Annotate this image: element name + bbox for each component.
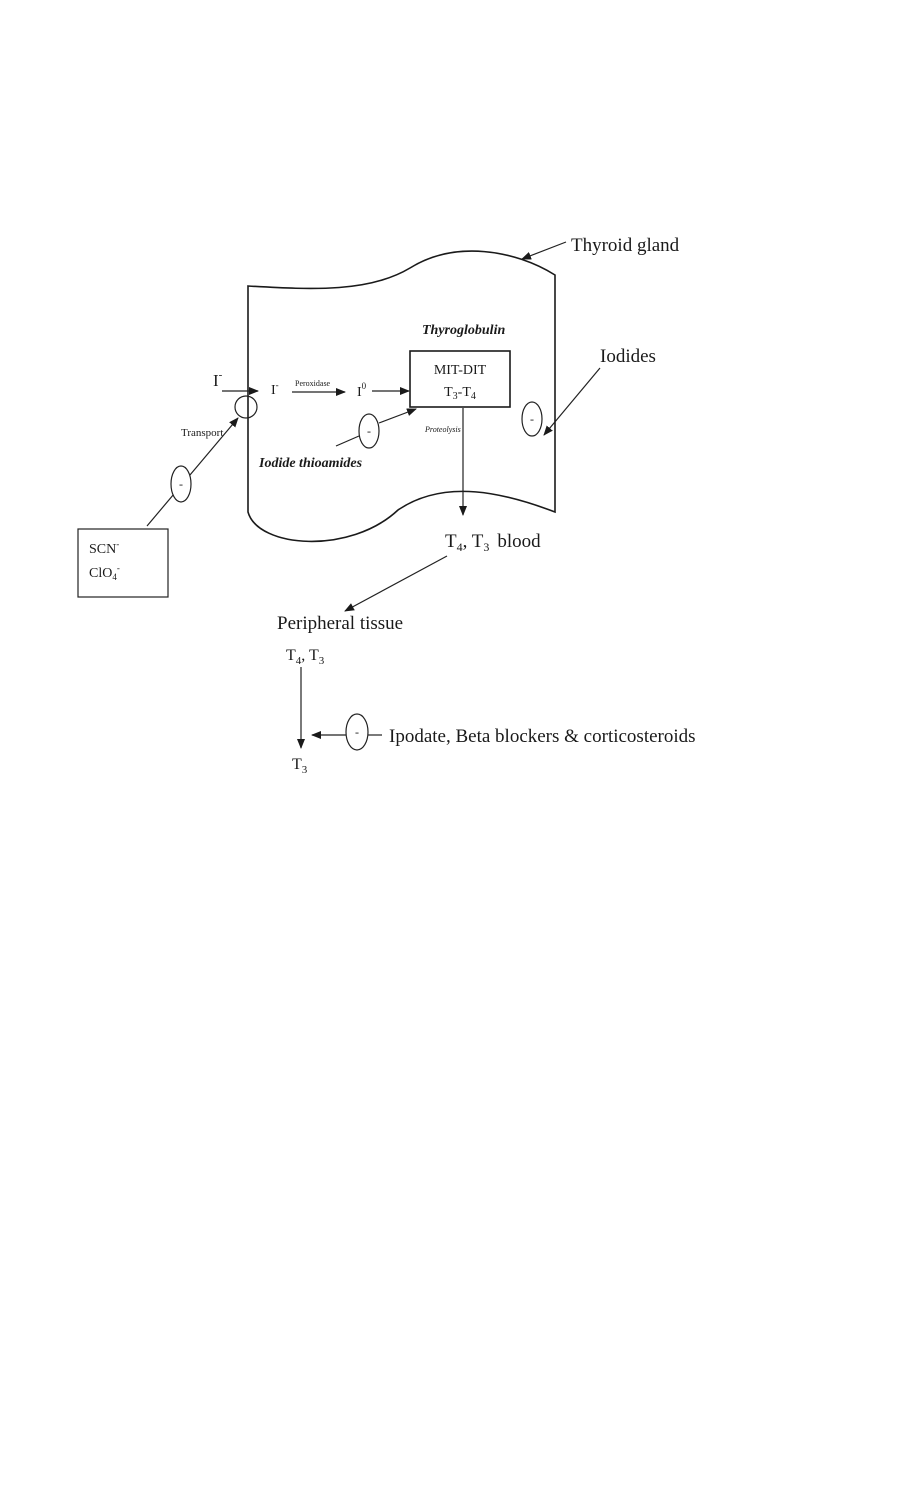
transport-inhibitor-icon [170, 465, 192, 503]
mit-dit-box [409, 350, 511, 408]
thyroid-gland-pointer [521, 241, 567, 260]
thioamides-inhibitor-icon [358, 413, 380, 449]
thyroid-gland-label: Thyroid gland [571, 235, 680, 256]
scn-clo4-box [77, 528, 169, 598]
iodide-outside-label: I- [213, 369, 223, 390]
iodides-label: Iodides [600, 346, 656, 367]
iodides-minus: - [530, 412, 534, 426]
clo4-label: ClO4- [89, 563, 120, 582]
transport-label: Transport [181, 427, 223, 439]
transport-arrow [146, 417, 239, 527]
ipodate-minus: - [355, 725, 359, 739]
proteolysis-label: Proteolysis [424, 425, 461, 434]
mit-dit-label: MIT-DIT [434, 363, 487, 378]
iodides-inhibitor-icon [521, 401, 543, 437]
thioamides-minus: - [367, 424, 371, 438]
t4-t3-peripheral-label: T4, T3 [286, 647, 325, 667]
iodine-zero-label: I0 [357, 381, 367, 400]
t3-t4-label: T3-T4 [444, 385, 476, 402]
transport-pump-icon [234, 395, 258, 419]
peroxidase-label: Peroxidase [295, 379, 331, 388]
thyroglobulin-label: Thyroglobulin [422, 323, 505, 338]
iodide-thioamides-label: Iodide thioamides [258, 456, 363, 471]
thyroid-gland-outline [247, 250, 556, 543]
ipodate-label: Ipodate, Beta blockers & corticosteroids [389, 726, 696, 747]
scn-label: SCN- [89, 539, 119, 557]
t3-final-label: T3 [292, 756, 308, 776]
iodide-inside-label: I- [271, 380, 279, 398]
thioamides-to-organification-arrow [378, 408, 417, 424]
peripheral-tissue-label: Peripheral tissue [277, 613, 403, 634]
blood-to-peripheral-arrow [344, 555, 448, 612]
transport-minus: - [179, 477, 183, 491]
thioamides-pointer [335, 435, 360, 447]
ipodate-inhibitor-icon [345, 713, 369, 751]
iodides-pointer [543, 367, 601, 436]
